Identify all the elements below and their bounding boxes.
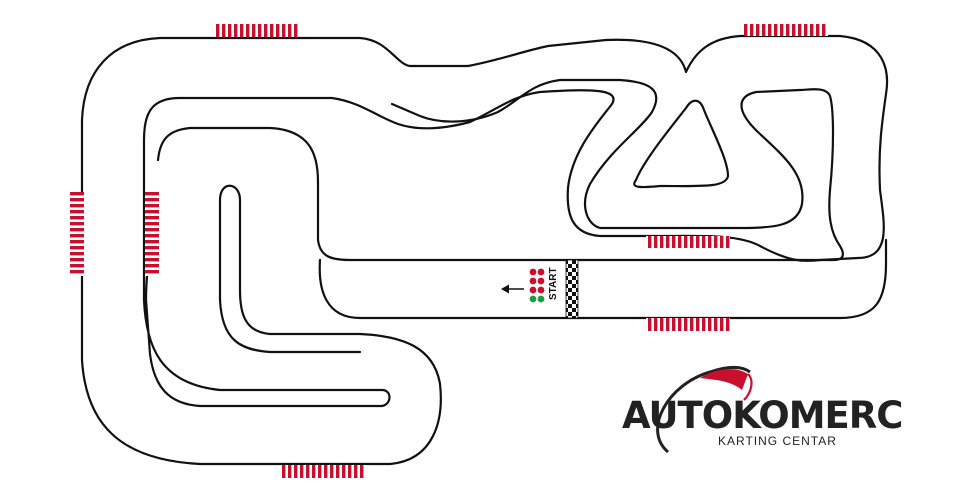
track-left-loop bbox=[80, 118, 442, 466]
logo-subtitle: KARTING CENTAR bbox=[718, 434, 837, 448]
track-outer-edge bbox=[80, 34, 889, 408]
arrow-left-icon bbox=[501, 284, 524, 294]
kerb-top-left bbox=[214, 24, 298, 37]
start-lights bbox=[529, 268, 545, 303]
kerb-start-straight bbox=[646, 318, 730, 331]
kerb-top-right bbox=[744, 24, 828, 36]
start-finish-line bbox=[565, 259, 579, 319]
start-label: START bbox=[548, 267, 559, 300]
kerb-left-inner bbox=[145, 192, 159, 276]
kerb-middle-right bbox=[646, 236, 730, 248]
track-s-curve bbox=[633, 99, 730, 189]
track-inner-loop bbox=[156, 78, 844, 262]
logo: AUTOKOMERC KARTING CENTAR bbox=[622, 366, 903, 454]
kerb-bottom bbox=[282, 465, 366, 478]
logo-name: AUTOKOMERC bbox=[622, 394, 902, 437]
logo-swoosh-icon bbox=[656, 366, 753, 454]
track-start-straight bbox=[318, 238, 888, 320]
kerb-left-outer bbox=[70, 192, 84, 276]
